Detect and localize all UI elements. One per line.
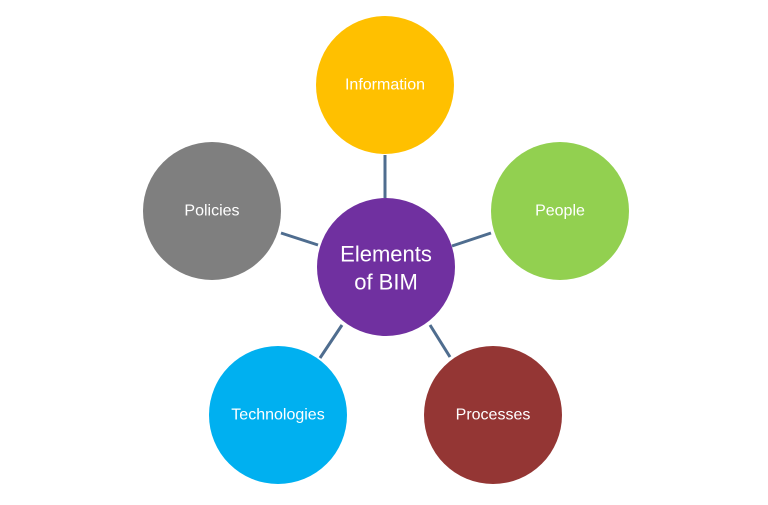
connectors [280,155,492,359]
connector-processes [428,324,452,358]
node-information-circle [316,16,454,154]
node-people-circle [491,142,629,280]
node-processes-label: Processes [456,407,531,424]
connector-people [451,231,492,248]
node-processes: Processes [424,346,562,484]
center-node: Elements of BIM [317,198,455,336]
node-technologies-circle [209,346,347,484]
node-technologies: Technologies [209,346,347,484]
center-node-circle [317,198,455,336]
node-information: Information [316,16,454,154]
connector-policies [280,231,319,247]
node-policies-circle [143,142,281,280]
center-node-label-line1: Elements [340,242,432,267]
node-people-label: People [535,203,585,220]
connector-technologies [318,324,344,359]
center-node-label-line2: of BIM [354,270,418,295]
node-technologies-label: Technologies [231,407,324,424]
node-information-label: Information [345,77,425,94]
node-policies-label: Policies [184,203,239,220]
node-people: People [491,142,629,280]
node-processes-circle [424,346,562,484]
node-policies: Policies [143,142,281,280]
